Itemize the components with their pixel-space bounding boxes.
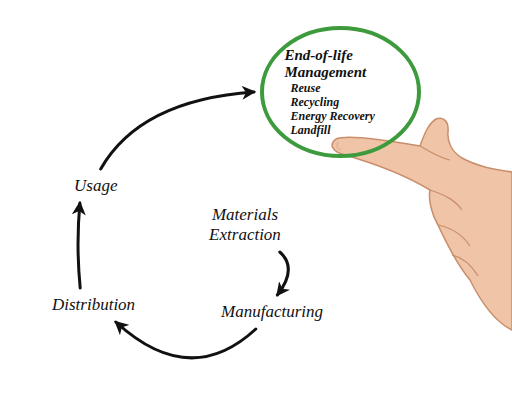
stage-text: Materials Extraction	[190, 205, 300, 245]
stage-label: Usage	[71, 174, 120, 198]
cycle-arrow	[277, 252, 288, 295]
knuckle-line	[438, 225, 470, 246]
green-ellipse	[262, 28, 419, 156]
stage-text: Manufacturing	[221, 302, 323, 322]
stage-label: Distribution	[49, 293, 138, 317]
circle-heading: End-of-life Management	[285, 47, 397, 81]
cycle-arrow	[101, 92, 254, 169]
stage-text: Distribution	[52, 295, 135, 315]
list-item: Reuse	[291, 81, 397, 95]
hand-shape	[332, 118, 512, 330]
cycle-arrow	[78, 203, 80, 288]
stage-label: Manufacturing	[218, 300, 326, 324]
list-item: Recycling	[291, 95, 397, 109]
stage-text: Usage	[74, 176, 117, 196]
circle-content: End-of-life ManagementReuseRecyclingEner…	[285, 47, 397, 137]
circle-outline	[259, 25, 422, 159]
list-item: Energy Recovery	[291, 109, 397, 123]
end-of-life-circle: End-of-life ManagementReuseRecyclingEner…	[259, 25, 422, 159]
thumb-line	[420, 146, 450, 160]
knuckle-line	[452, 255, 478, 276]
fingernail	[337, 142, 341, 150]
cycle-arrow	[116, 322, 256, 358]
list-item: Landfill	[291, 123, 397, 137]
stage-label: Materials Extraction	[187, 203, 303, 247]
knuckle-line	[430, 190, 462, 210]
